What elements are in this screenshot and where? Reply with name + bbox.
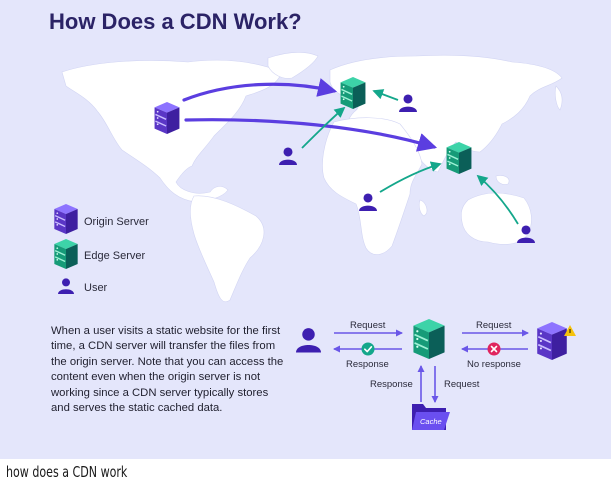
user-icon bbox=[58, 278, 74, 294]
x-icon bbox=[487, 342, 501, 356]
caption-text: how does a CDN work bbox=[6, 463, 128, 481]
edge-server-icon bbox=[412, 319, 446, 359]
page-title: How Does a CDN Work? bbox=[49, 9, 302, 34]
legend: Origin Server Edge Server User bbox=[53, 204, 149, 294]
description-text: When a user visits a static website for … bbox=[51, 325, 284, 415]
legend-edge-label: Edge Server bbox=[84, 250, 145, 262]
warning-icon bbox=[564, 325, 576, 336]
origin-to-europe-edge-arrow bbox=[182, 78, 338, 102]
legend-user-label: User bbox=[84, 282, 108, 294]
response-bottom-label: Response bbox=[370, 379, 413, 390]
map-flow-arrows bbox=[182, 78, 519, 225]
user-russia-to-europe-edge-arrow bbox=[372, 89, 399, 101]
origin-server-icon bbox=[53, 204, 79, 234]
user-icon bbox=[296, 328, 321, 353]
request-right-label: Request bbox=[476, 320, 512, 331]
world-map bbox=[61, 52, 563, 302]
user-africa-to-europe-edge-arrow bbox=[301, 106, 346, 149]
edge-server-icon bbox=[53, 239, 79, 269]
response-left-label: Response bbox=[346, 359, 389, 370]
origin-server-icon bbox=[153, 102, 181, 134]
origin-server-icon bbox=[536, 322, 568, 360]
cache-folder-icon: Cache bbox=[412, 404, 450, 430]
edge-server-icon bbox=[445, 142, 473, 174]
user-australia-to-asia-edge-arrow bbox=[476, 174, 519, 225]
request-left-label: Request bbox=[350, 320, 386, 331]
user-icon bbox=[279, 147, 297, 165]
check-icon bbox=[361, 342, 375, 356]
origin-to-asia-edge-arrow bbox=[184, 118, 438, 152]
flow-diagram: Request Response Request No response Res… bbox=[296, 319, 576, 430]
edge-server-icon bbox=[339, 77, 367, 109]
cdn-diagram: Origin Server Edge Server User Request R… bbox=[53, 52, 576, 430]
no-response-label: No response bbox=[467, 359, 521, 370]
cache-label: Cache bbox=[420, 417, 442, 426]
request-bottom-label: Request bbox=[444, 379, 480, 390]
legend-origin-label: Origin Server bbox=[84, 216, 149, 228]
user-indian-ocean-to-asia-edge-arrow bbox=[379, 161, 442, 193]
